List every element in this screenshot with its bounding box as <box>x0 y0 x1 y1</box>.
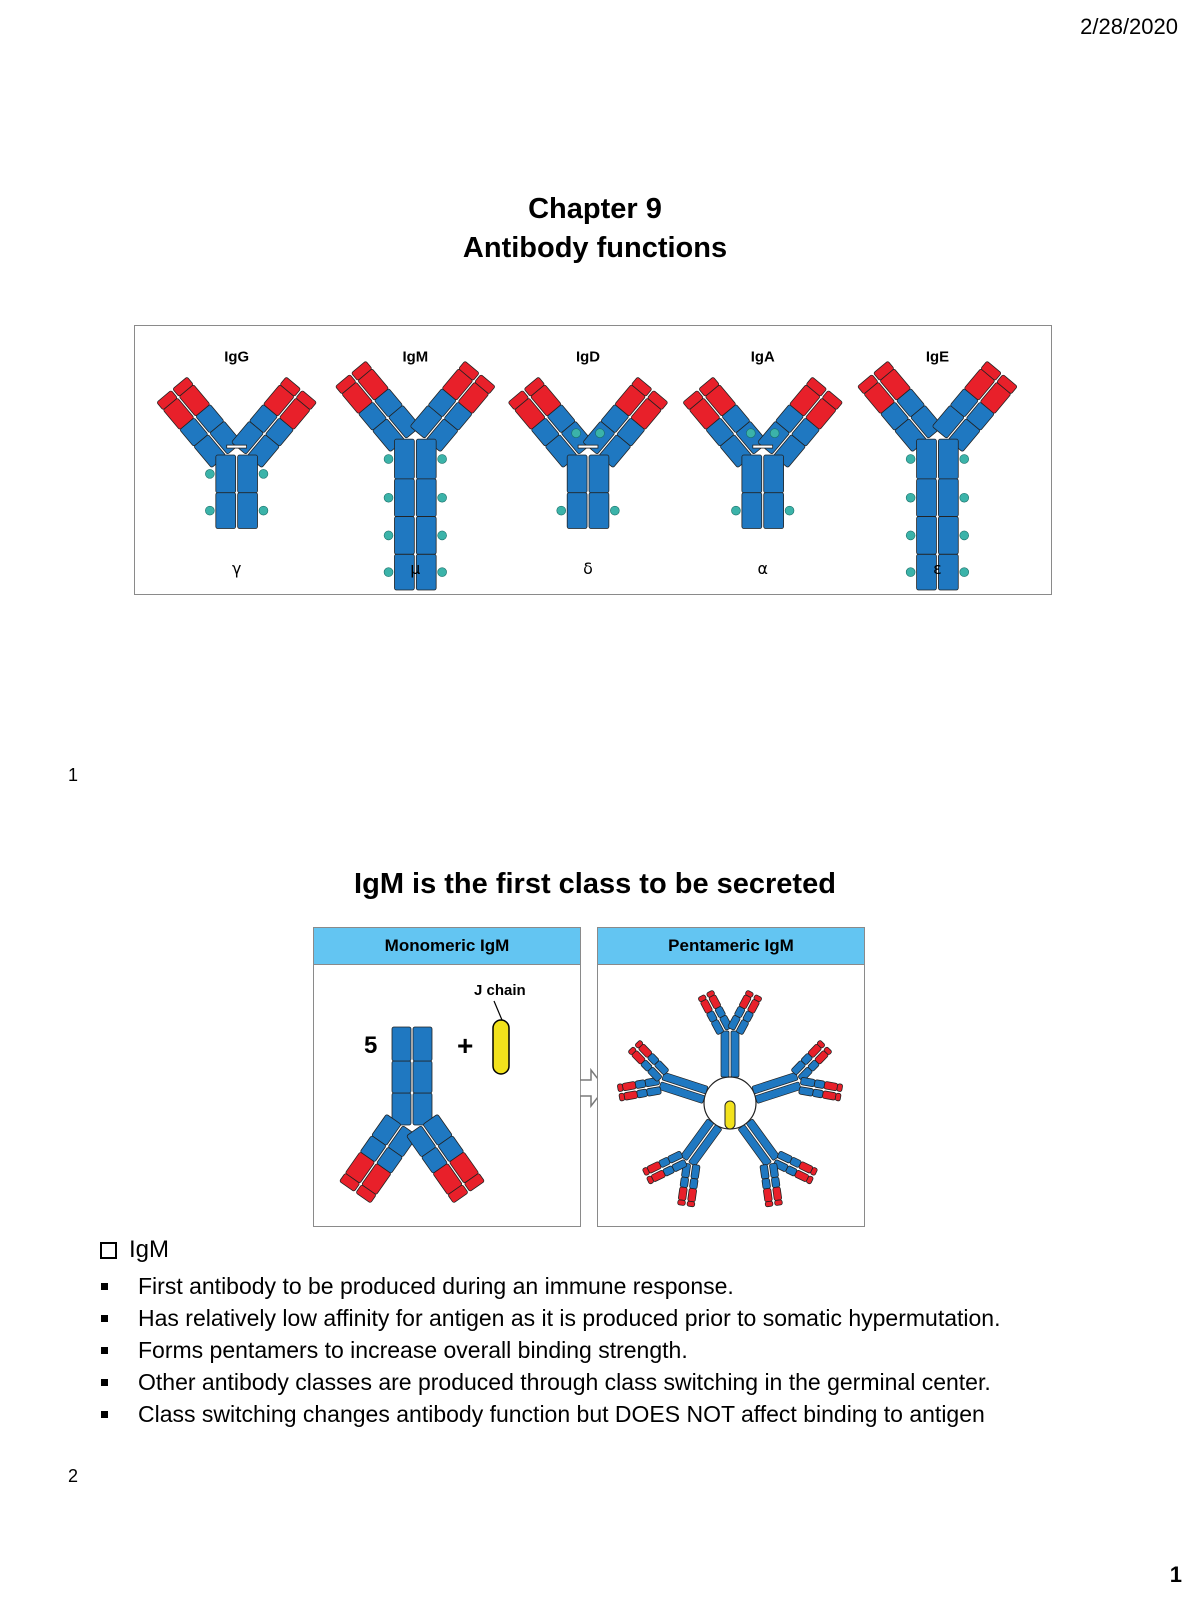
date-header: 2/28/2020 <box>1080 14 1178 39</box>
list-item: Forms pentamers to increase overall bind… <box>100 1334 1000 1366</box>
antibody-class-label: IgE <box>926 350 949 366</box>
antibody-class-label: IgG <box>224 350 249 366</box>
heavy-chain-label: δ <box>583 559 593 578</box>
igm-monomer-icon <box>642 1118 722 1208</box>
j-chain-pointer <box>493 1000 503 1021</box>
page-number: 1 <box>1169 1562 1182 1587</box>
pentameric-igm-header: Pentameric IgM <box>598 928 864 965</box>
j-chain-icon <box>724 1100 736 1130</box>
igm-bullet-list: First antibody to be produced during an … <box>100 1270 1000 1430</box>
pentameric-igm-panel: Pentameric IgM <box>597 927 865 1227</box>
bullet-text: Has relatively low affinity for antigen … <box>138 1305 1001 1331</box>
list-item: Has relatively low affinity for antigen … <box>100 1302 1000 1334</box>
antibody-igg-icon <box>157 377 317 529</box>
slide2-title: IgM is the first class to be secreted <box>354 868 836 900</box>
bullet-text: Forms pentamers to increase overall bind… <box>138 1337 688 1363</box>
antibody-igd-icon <box>508 377 668 529</box>
j-chain-icon <box>492 1019 510 1075</box>
antibody-class-label: IgA <box>751 350 775 366</box>
monomeric-igm-header: Monomeric IgM <box>314 928 580 965</box>
antibody-classes-figure: IgG γ IgM μ IgD δ IgA α IgE ε <box>134 325 1052 595</box>
bullet-text: Class switching changes antibody functio… <box>138 1401 985 1427</box>
igm-heading-text: IgM <box>129 1236 170 1263</box>
square-bullet-icon <box>101 1314 108 1322</box>
list-item: Other antibody classes are produced thro… <box>100 1366 1000 1398</box>
heavy-chain-label: α <box>757 559 767 578</box>
slide2-number: 2 <box>68 1466 79 1486</box>
antibody-class-label: IgD <box>576 350 600 366</box>
slide1-number: 1 <box>68 765 79 785</box>
igm-monomer-icon <box>698 990 762 1078</box>
antibody-ige-icon <box>857 361 1018 591</box>
checkbox-bullet-icon <box>100 1241 117 1259</box>
square-bullet-icon <box>101 1410 108 1418</box>
antibody-iga-icon <box>683 377 843 529</box>
plus-sign: + <box>457 1030 473 1061</box>
igm-monomer-icon <box>738 1118 818 1208</box>
heavy-chain-label: ε <box>933 559 942 578</box>
monomeric-igm-diagram: 5 + J chain <box>339 982 526 1203</box>
monomeric-igm-panel: Monomeric IgM 5 + J chain <box>313 927 581 1227</box>
slide1-title-line1: Chapter 9 <box>528 193 662 225</box>
antibody-igm-icon <box>335 361 495 591</box>
heavy-chain-label: μ <box>410 559 420 578</box>
bullet-text: First antibody to be produced during an … <box>138 1273 734 1299</box>
antibody-class-label: IgM <box>403 350 429 366</box>
heavy-chain-label: γ <box>232 559 241 578</box>
square-bullet-icon <box>101 1378 108 1386</box>
monomer-count-label: 5 <box>364 1032 377 1059</box>
slide1-title-line2: Antibody functions <box>462 232 728 264</box>
slide1-title: Chapter 9 Antibody functions <box>0 190 1190 268</box>
igm-monomer-icon <box>751 1040 843 1104</box>
j-chain-label: J chain <box>474 982 526 999</box>
monomeric-igm-icon <box>339 1026 485 1203</box>
bullet-text: Other antibody classes are produced thro… <box>138 1369 991 1395</box>
list-item: First antibody to be produced during an … <box>100 1270 1000 1302</box>
igm-heading: IgM <box>100 1236 169 1264</box>
pentameric-igm-diagram <box>617 990 843 1208</box>
antibody-classes-diagram: IgG γ IgM μ IgD δ IgA α IgE ε <box>157 350 1018 591</box>
list-item: Class switching changes antibody functio… <box>100 1398 1000 1430</box>
square-bullet-icon <box>101 1282 108 1290</box>
square-bullet-icon <box>101 1346 108 1354</box>
igm-monomer-icon <box>617 1040 709 1104</box>
